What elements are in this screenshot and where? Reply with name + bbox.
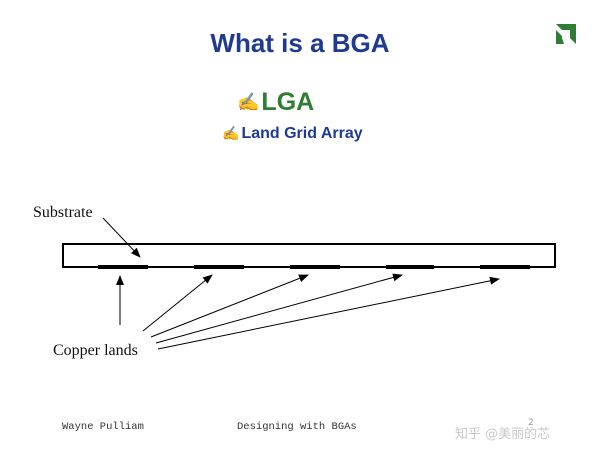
pen-bullet-icon: ✍ (222, 125, 240, 141)
copper-land (290, 265, 340, 269)
slide-title: What is a BGA (210, 28, 390, 58)
copper-land (480, 265, 530, 269)
footer-author: Wayne Pulliam (62, 421, 144, 433)
substrate-rectangle (62, 243, 556, 268)
bullet-land-grid-array-text: Land Grid Array (241, 125, 363, 142)
bullet-lga: ✍LGA (237, 88, 314, 117)
copper-lands-label: Copper lands (53, 342, 138, 359)
company-logo-icon (556, 24, 576, 44)
pen-bullet-icon: ✍ (237, 92, 260, 112)
substrate-label: Substrate (33, 204, 93, 221)
copper-land (386, 265, 434, 269)
watermark-text: 知乎 @美丽的芯 (455, 427, 551, 442)
copper-arrow (142, 274, 213, 332)
footer-course: Designing with BGAs (237, 421, 357, 433)
bullet-lga-text: LGA (261, 88, 315, 116)
page-number: 2 (528, 418, 534, 428)
substrate-arrow (102, 217, 141, 258)
copper-arrow (150, 274, 309, 338)
copper-arrow (155, 273, 403, 344)
copper-arrow (157, 276, 500, 350)
bullet-land-grid-array: ✍Land Grid Array (222, 125, 363, 143)
watermark: 知乎 @美丽的芯 2 (455, 418, 551, 442)
copper-land (98, 265, 148, 269)
copper-land (194, 265, 244, 269)
